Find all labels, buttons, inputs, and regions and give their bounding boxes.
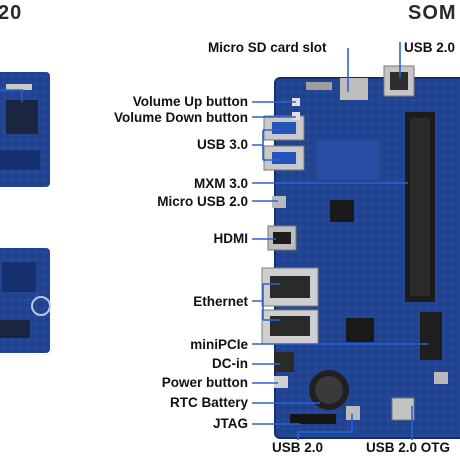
label-minipcie: miniPCIe [190, 337, 248, 352]
leader-usb30 [252, 129, 280, 161]
label-dcin: DC-in [212, 356, 248, 371]
leader-ethernet [252, 283, 280, 321]
leader-usb20-bottom [297, 414, 353, 440]
label-vol-up: Volume Up button [132, 94, 248, 109]
label-hdmi: HDMI [213, 231, 249, 246]
label-micro-sd: Micro SD card slot [208, 40, 327, 55]
label-vol-down: Volume Down button [114, 110, 248, 125]
left-module-top [0, 72, 50, 187]
label-power: Power button [161, 375, 248, 390]
carrier-board [261, 65, 460, 439]
label-usb20-otg: USB 2.0 OTG [366, 440, 451, 455]
leader-lines [252, 42, 428, 440]
label-jtag: JTAG [212, 416, 248, 431]
left-header: 20 [0, 2, 23, 24]
label-usb20-top: USB 2.0 [404, 40, 456, 55]
right-header: SOM [408, 2, 457, 24]
label-usb20-bottom: USB 2.0 [272, 440, 324, 455]
left-module-bottom [0, 248, 51, 353]
label-usb30: USB 3.0 [196, 137, 248, 152]
label-micro-usb: Micro USB 2.0 [157, 194, 248, 209]
label-ethernet: Ethernet [193, 294, 248, 309]
label-rtc: RTC Battery [169, 395, 248, 410]
label-mxm: MXM 3.0 [193, 176, 248, 191]
